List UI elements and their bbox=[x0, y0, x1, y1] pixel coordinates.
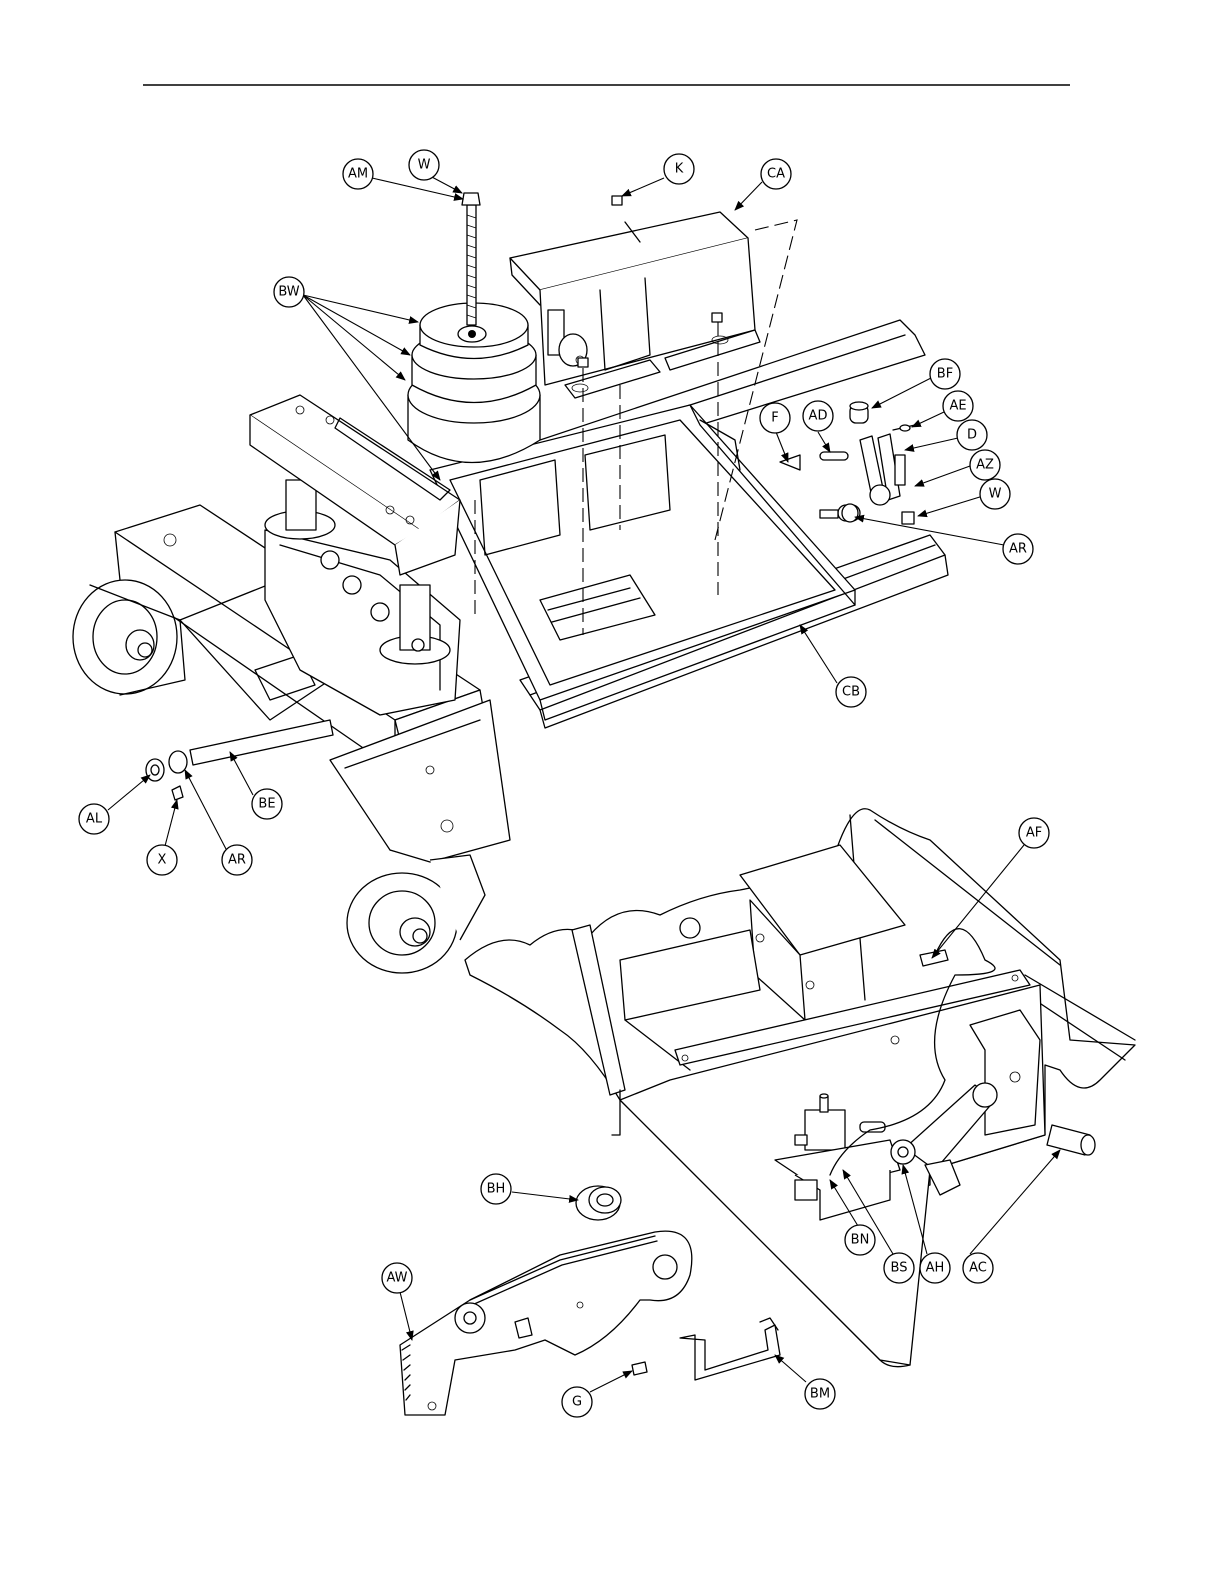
svg-text:K: K bbox=[675, 162, 684, 177]
svg-text:BE: BE bbox=[258, 797, 275, 812]
svg-text:CB: CB bbox=[842, 685, 860, 700]
callout-AF: AF bbox=[1019, 818, 1049, 848]
callout-AZ: AZ bbox=[970, 450, 1000, 480]
callout-AM: AM bbox=[343, 159, 373, 189]
svg-text:AZ: AZ bbox=[976, 458, 994, 473]
callout-W: W bbox=[409, 150, 439, 180]
callout-X: X bbox=[147, 845, 177, 875]
svg-text:AR: AR bbox=[228, 853, 246, 868]
svg-text:AD: AD bbox=[809, 409, 828, 424]
svg-text:AH: AH bbox=[926, 1261, 945, 1276]
callout-BM: BM bbox=[805, 1379, 835, 1409]
svg-text:F: F bbox=[771, 411, 778, 426]
svg-text:AF: AF bbox=[1026, 826, 1042, 841]
callout-BH: BH bbox=[481, 1174, 511, 1204]
callout-AE: AE bbox=[943, 391, 973, 421]
angle-bracket bbox=[680, 1318, 780, 1380]
linkage-parts bbox=[780, 402, 915, 524]
svg-text:AW: AW bbox=[386, 1271, 407, 1286]
svg-text:BN: BN bbox=[851, 1233, 870, 1248]
callout-AL: AL bbox=[79, 804, 109, 834]
svg-text:BM: BM bbox=[810, 1387, 830, 1402]
caster-wheel-right bbox=[347, 855, 485, 973]
svg-text:BF: BF bbox=[937, 367, 953, 382]
air-spring bbox=[408, 303, 540, 463]
svg-text:W: W bbox=[418, 158, 431, 173]
callout-BF: BF bbox=[930, 359, 960, 389]
svg-text:BH: BH bbox=[487, 1182, 506, 1197]
pin bbox=[1047, 1125, 1095, 1155]
callout-BN: BN bbox=[845, 1225, 875, 1255]
callout-BE: BE bbox=[252, 789, 282, 819]
callout-AD: AD bbox=[803, 401, 833, 431]
svg-text:BW: BW bbox=[278, 285, 299, 300]
bushing-part bbox=[576, 1186, 621, 1220]
svg-text:AC: AC bbox=[969, 1261, 987, 1276]
svg-text:AL: AL bbox=[86, 812, 103, 827]
callout-CA: CA bbox=[761, 159, 791, 189]
svg-text:W: W bbox=[989, 487, 1002, 502]
callout-CB: CB bbox=[836, 677, 866, 707]
svg-text:X: X bbox=[158, 853, 167, 868]
small-screw bbox=[632, 1362, 647, 1375]
svg-text:AE: AE bbox=[949, 399, 966, 414]
callout-G: G bbox=[562, 1387, 592, 1417]
lever-plate-stack bbox=[400, 1231, 692, 1415]
svg-text:G: G bbox=[572, 1395, 582, 1410]
callout-AW: AW bbox=[382, 1263, 412, 1293]
callout-D: D bbox=[957, 420, 987, 450]
axle-parts bbox=[146, 720, 333, 800]
callout-F: F bbox=[760, 403, 790, 433]
svg-text:AR: AR bbox=[1009, 542, 1027, 557]
svg-text:CA: CA bbox=[767, 167, 785, 182]
control-bracket bbox=[510, 196, 760, 398]
callout-K: K bbox=[664, 154, 694, 184]
caster-wheel-left bbox=[73, 580, 185, 695]
svg-text:BS: BS bbox=[891, 1261, 908, 1276]
svg-text:AM: AM bbox=[348, 167, 368, 182]
callout-AH: AH bbox=[920, 1253, 950, 1283]
callout-AR: AR bbox=[1003, 534, 1033, 564]
svg-text:D: D bbox=[967, 428, 977, 443]
callout-AR-axle: AR bbox=[222, 845, 252, 875]
callout-W-linkage: W bbox=[980, 479, 1010, 509]
callout-BS: BS bbox=[884, 1253, 914, 1283]
callout-BW: BW bbox=[274, 277, 304, 307]
callout-AC: AC bbox=[963, 1253, 993, 1283]
